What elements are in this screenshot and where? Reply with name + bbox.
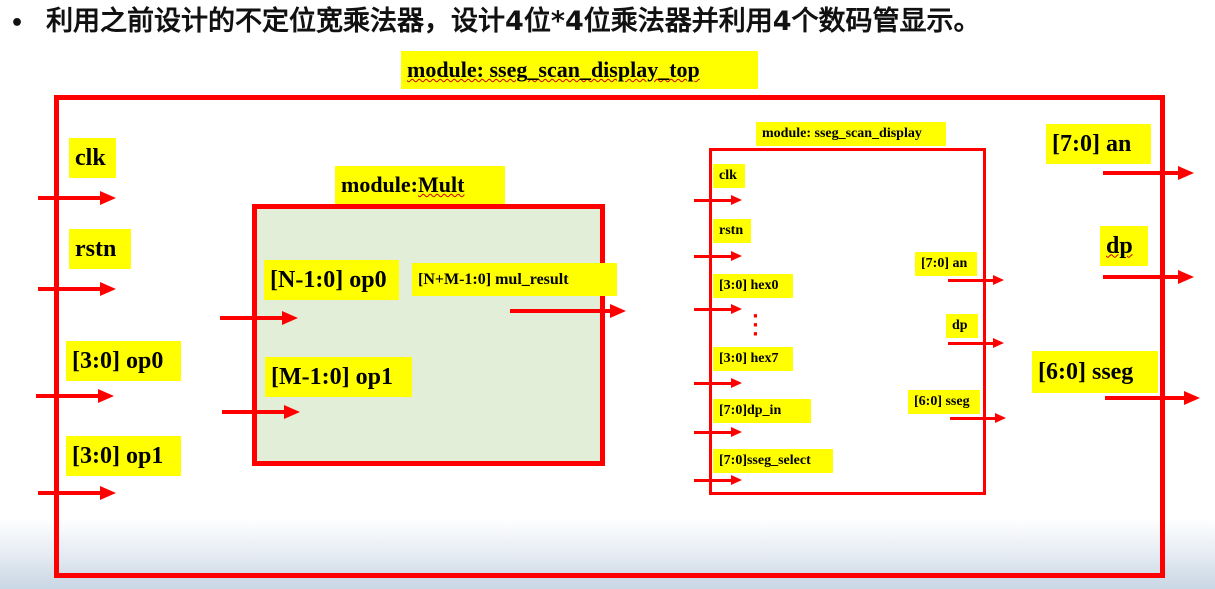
scan-output-sseg-arrow [950, 413, 1006, 423]
scan-output-sseg: [6:0] sseg [908, 390, 980, 414]
slide-title-text: 利用之前设计的不定位宽乘法器，设计4位*4位乘法器并利用4个数码管显示。 [46, 6, 981, 37]
top-output-dp: dp [1100, 226, 1148, 266]
scan-input-sseg-select: [7:0]sseg_select [713, 449, 833, 473]
top-output-sseg-arrow [1105, 391, 1200, 405]
mult-input-op1: [M-1:0] op1 [265, 357, 412, 397]
scan-input-dp-in-arrow [694, 427, 742, 437]
top-input-rstn-arrow [38, 282, 116, 296]
mult-output-arrow [510, 304, 626, 318]
mult-module-box [252, 204, 605, 466]
scan-input-hex7-arrow [694, 378, 742, 388]
top-input-op0-arrow [36, 389, 114, 403]
scan-output-dp-arrow [948, 338, 1004, 348]
scan-module-label: module: sseg_scan_display [756, 122, 946, 146]
top-input-clk: clk [69, 138, 116, 178]
mult-module-label-name: Mult [418, 172, 465, 197]
scan-output-dp: dp [946, 314, 978, 338]
bullet-icon: • [10, 11, 25, 36]
scan-input-clk: clk [713, 164, 745, 188]
scan-input-dp-in: [7:0]dp_in [713, 399, 811, 423]
top-input-clk-arrow [38, 191, 116, 205]
top-module-label: module: sseg_scan_display_top [401, 51, 758, 89]
mult-input-op0: [N-1:0] op0 [264, 260, 399, 300]
top-input-op1-arrow [38, 486, 116, 500]
mult-input-op1-arrow [222, 405, 300, 419]
top-input-op1: [3:0] op1 [66, 436, 181, 476]
scan-output-an: [7:0] an [915, 252, 977, 276]
top-output-dp-arrow [1103, 270, 1194, 284]
top-output-an-arrow [1103, 166, 1194, 180]
scan-input-hex0: [3:0] hex0 [713, 274, 793, 298]
top-input-rstn: rstn [69, 229, 131, 269]
scan-input-hex0-arrow [694, 304, 742, 314]
top-output-dp-text: dp [1106, 232, 1133, 259]
top-input-op0: [3:0] op0 [66, 341, 181, 381]
scan-input-rstn: rstn [713, 219, 751, 243]
top-module-box [54, 95, 1165, 578]
scan-output-an-arrow [948, 275, 1004, 285]
mult-input-op0-arrow [220, 311, 298, 325]
scan-input-rstn-arrow [694, 251, 742, 261]
mult-module-label: module: Mult [335, 166, 505, 204]
top-module-label-text: module: sseg_scan_display_top [407, 57, 700, 82]
mult-output-mul-result: [N+M-1:0] mul_result [412, 263, 617, 296]
scan-input-clk-arrow [694, 195, 742, 205]
scan-input-sseg-select-arrow [694, 475, 742, 485]
mult-module-label-prefix: module: [341, 172, 418, 197]
ellipsis-icon: ··· [752, 306, 759, 345]
top-output-sseg: [6:0] sseg [1032, 351, 1158, 393]
scan-input-hex7: [3:0] hex7 [713, 347, 793, 371]
slide-title: • 利用之前设计的不定位宽乘法器，设计4位*4位乘法器并利用4个数码管显示。 [10, 2, 981, 42]
top-output-an: [7:0] an [1046, 124, 1151, 164]
scan-module-box [709, 148, 986, 495]
